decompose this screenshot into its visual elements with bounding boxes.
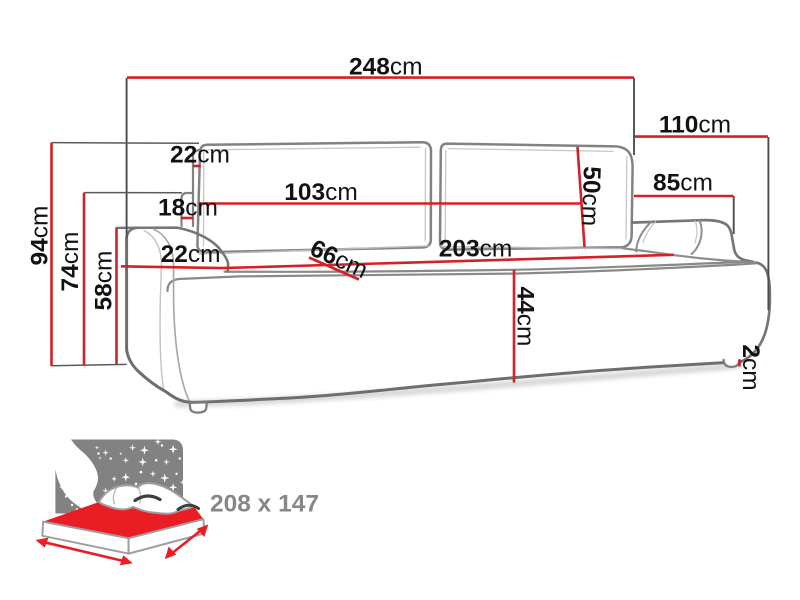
svg-text:22cm: 22cm bbox=[170, 142, 230, 169]
svg-text:2cm: 2cm bbox=[737, 344, 764, 390]
svg-text:18cm: 18cm bbox=[158, 195, 218, 222]
svg-text:203cm: 203cm bbox=[439, 236, 513, 263]
svg-text:94cm: 94cm bbox=[27, 206, 54, 266]
svg-text:208 x 147: 208 x 147 bbox=[210, 491, 319, 518]
svg-text:44cm: 44cm bbox=[512, 287, 539, 347]
svg-text:110cm: 110cm bbox=[659, 112, 731, 139]
svg-text:74cm: 74cm bbox=[57, 232, 84, 292]
svg-text:58cm: 58cm bbox=[91, 251, 118, 311]
svg-text:85cm: 85cm bbox=[653, 170, 713, 197]
svg-text:103cm: 103cm bbox=[284, 179, 358, 206]
svg-text:248cm: 248cm bbox=[349, 54, 423, 81]
svg-text:50cm: 50cm bbox=[576, 166, 605, 227]
svg-text:22cm: 22cm bbox=[161, 241, 221, 268]
